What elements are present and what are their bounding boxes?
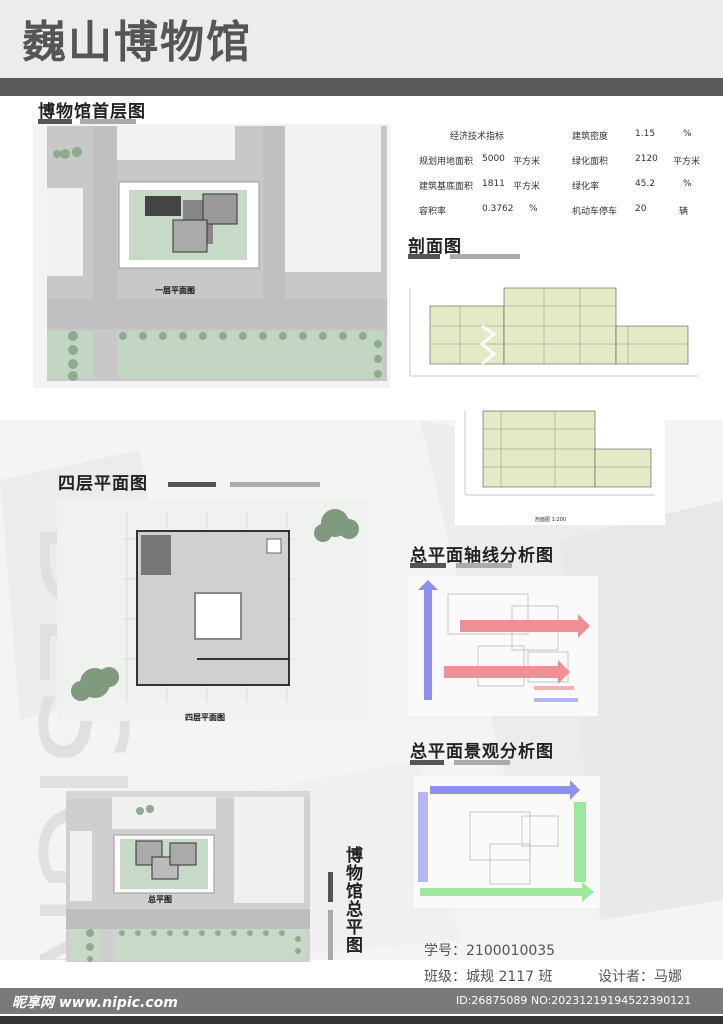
svg-text:剖面图 1:200: 剖面图 1:200 bbox=[535, 516, 566, 523]
title-bar-light bbox=[450, 254, 520, 259]
watermark-brand: 昵享网 www.nipic.com bbox=[12, 995, 178, 1011]
table-cell: % bbox=[683, 129, 692, 139]
fourth-floor-title: 四层平面图 bbox=[58, 474, 148, 494]
table-cell: 平方米 bbox=[513, 182, 541, 192]
landscape-analysis-diagram bbox=[414, 776, 600, 908]
title-bar-dark bbox=[410, 563, 446, 568]
designer-info: 设计者：马娜 bbox=[598, 969, 682, 985]
fourth-floor-caption: 四层平面图 bbox=[185, 713, 225, 722]
table-cell: 机动车停车 bbox=[572, 207, 618, 217]
table-cell: % bbox=[529, 204, 538, 214]
table-cell: 2120 bbox=[635, 154, 658, 164]
site-plan-side-title: 博物馆总平图 bbox=[342, 846, 362, 954]
table-cell: 规划用地面积 bbox=[419, 157, 474, 167]
watermark-id: ID:26875089 NO:20231219194522390121 bbox=[456, 994, 692, 1007]
table-cell: 20 bbox=[635, 204, 647, 214]
table-cell: % bbox=[683, 179, 692, 189]
student-id: 学号：2100010035 bbox=[424, 943, 556, 959]
table-cell: 5000 bbox=[482, 154, 505, 164]
table-cell: 1811 bbox=[482, 179, 505, 189]
header-band bbox=[0, 0, 723, 78]
table-cell: 建筑密度 bbox=[572, 132, 609, 142]
section-title: 剖面图 bbox=[408, 237, 462, 257]
title-bar-dark bbox=[38, 119, 72, 124]
axis-analysis-diagram bbox=[408, 576, 598, 716]
section-drawing-1 bbox=[398, 268, 718, 388]
tech-table-heading: 经济技术指标 bbox=[450, 132, 505, 142]
bottom-strip bbox=[0, 1016, 723, 1024]
table-cell: 绿化率 bbox=[572, 182, 600, 192]
tech-index-table: 经济技术指标 建筑密度 1.15 % 规划用地面积 5000 平方米 绿化面积 … bbox=[415, 124, 715, 224]
axis-analysis-title: 总平面轴线分析图 bbox=[410, 546, 554, 566]
table-cell: 容积率 bbox=[419, 207, 447, 217]
page-title: 巍山博物馆 bbox=[22, 17, 252, 68]
watermark-bar bbox=[0, 988, 723, 1014]
table-cell: 绿化面积 bbox=[572, 157, 609, 167]
header-bar bbox=[0, 78, 723, 96]
landscape-analysis-title: 总平面景观分析图 bbox=[410, 742, 554, 762]
table-cell: 辆 bbox=[679, 207, 689, 217]
side-bar-light bbox=[328, 910, 333, 960]
fourth-floor-plan bbox=[57, 499, 369, 721]
class-info: 班级：城规 2117 班 bbox=[424, 969, 553, 985]
title-bar-dark bbox=[408, 254, 440, 259]
table-cell: 平方米 bbox=[673, 157, 701, 167]
title-bar-dark bbox=[168, 482, 216, 487]
table-cell: 建筑基底面积 bbox=[419, 182, 474, 192]
ground-floor-plan bbox=[33, 124, 390, 388]
title-bar-light bbox=[80, 119, 136, 124]
site-plan bbox=[66, 791, 310, 962]
table-cell: 0.3762 bbox=[482, 204, 514, 214]
site-plan-caption: 总平图 bbox=[148, 895, 172, 904]
section-drawing-2: 剖面图 1:200 bbox=[455, 405, 665, 525]
title-bar-light bbox=[456, 563, 512, 568]
title-bar-dark bbox=[410, 760, 444, 765]
ground-floor-title: 博物馆首层图 bbox=[38, 102, 146, 122]
side-bar-dark bbox=[328, 872, 333, 902]
table-cell: 45.2 bbox=[635, 179, 656, 189]
table-cell: 1.15 bbox=[635, 129, 656, 139]
table-cell: 平方米 bbox=[513, 157, 541, 167]
title-bar-light bbox=[454, 760, 510, 765]
title-bar-light bbox=[230, 482, 320, 487]
ground-floor-caption: 一层平面图 bbox=[155, 286, 195, 295]
